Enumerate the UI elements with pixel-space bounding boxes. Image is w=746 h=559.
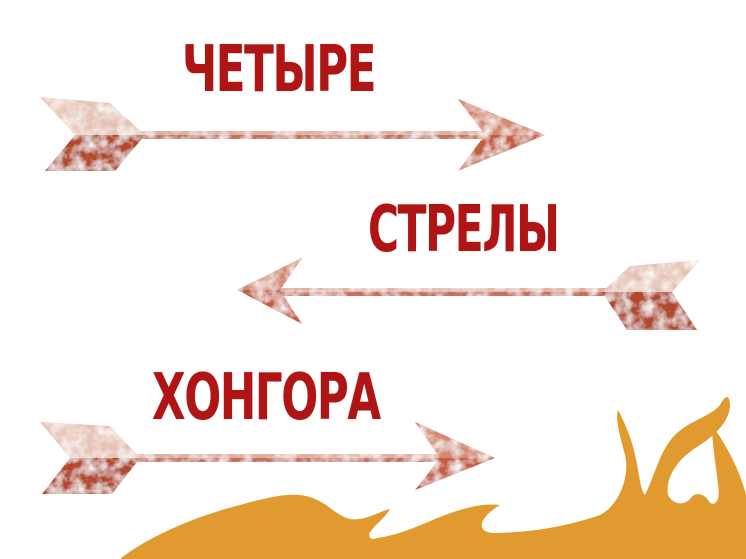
title-line-chetyre: ЧЕТЫРЕ bbox=[182, 33, 377, 107]
title-line-strely: СТРЕЛЫ bbox=[368, 193, 560, 267]
arrow-right-icon bbox=[40, 97, 545, 171]
arrow-right-icon bbox=[40, 422, 495, 494]
arrow-left-icon bbox=[237, 258, 700, 330]
title-line-khongora: ХОНГОРА bbox=[152, 361, 381, 435]
flame-icon bbox=[120, 397, 746, 559]
